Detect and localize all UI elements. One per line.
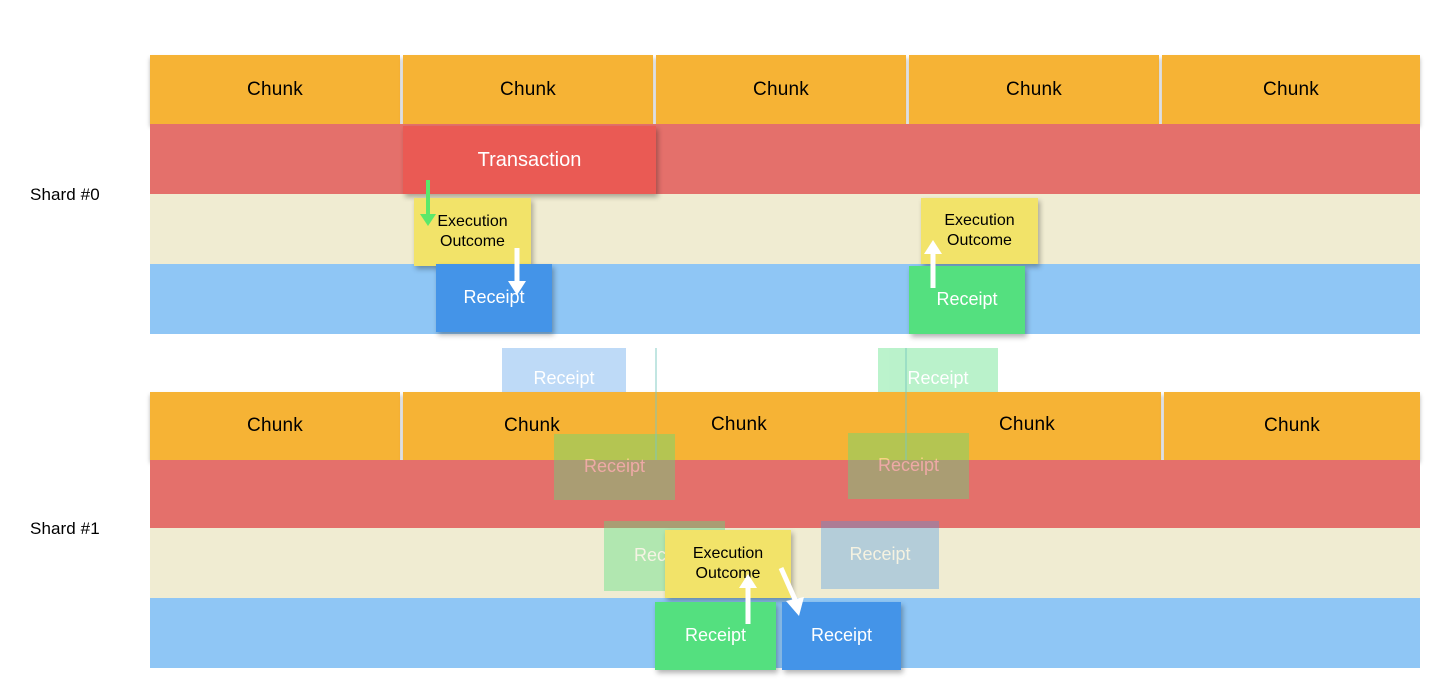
receipt-label: Receipt	[463, 287, 525, 308]
shard-0-chunk-band: Chunk Chunk Chunk Chunk Chunk	[150, 55, 1420, 124]
shard-0-receipt-incoming-green[interactable]: Receipt	[909, 266, 1025, 334]
shard-0-execution-outcome-right[interactable]: Execution Outcome	[921, 198, 1038, 264]
chunk-label: Chunk	[1006, 78, 1062, 100]
shard-0-receipt-band	[150, 264, 1420, 334]
shard-0-chunk-1[interactable]: Chunk	[403, 55, 653, 124]
chunk-label: Chunk	[247, 78, 303, 100]
execution-outcome-line-2: Outcome	[947, 232, 1012, 249]
receipt-label: Receipt	[936, 289, 998, 310]
shard-1-transaction-band	[150, 460, 1420, 528]
receipt-label: Receipt	[907, 368, 969, 389]
chunk-label: Chunk	[999, 414, 1055, 435]
transaction-label: Transaction	[477, 148, 582, 171]
shard-1-chunk-0[interactable]: Chunk	[150, 392, 400, 460]
shard-0-chunk-0[interactable]: Chunk	[150, 55, 400, 124]
shard-0-receipt-outgoing-blue[interactable]: Receipt	[436, 264, 552, 332]
chunk-label: Chunk	[247, 415, 303, 436]
shard-1-chunk-1[interactable]: Chunk	[403, 392, 1161, 460]
execution-outcome-line-2: Outcome	[440, 233, 505, 250]
chunk-label: Chunk	[1263, 78, 1319, 100]
execution-outcome-line-2: Outcome	[695, 565, 761, 582]
chunk-label: Chunk	[504, 415, 560, 436]
shard-1-execution-outcome[interactable]: Execution Outcome	[665, 530, 791, 598]
execution-outcome-line-1: Execution	[944, 212, 1015, 230]
receipt-label: Receipt	[877, 455, 940, 476]
shard-1-chunk-band: Chunk Chunk Chunk	[150, 392, 1420, 460]
receipt-label: Receipt	[810, 625, 873, 646]
shard-1-chunk-4[interactable]: Chunk	[1164, 392, 1420, 460]
shard-0-transaction-box[interactable]: Transaction	[403, 126, 656, 194]
shard-1-receipt-incoming-green[interactable]: Receipt	[655, 602, 776, 670]
execution-outcome-line-1: Execution	[692, 545, 764, 563]
shard-0-chunk-4[interactable]: Chunk	[1162, 55, 1420, 124]
shard-0-chunk-3[interactable]: Chunk	[909, 55, 1159, 124]
chunk-label: Chunk	[753, 78, 809, 100]
shard-0-label: Shard #0	[30, 185, 100, 204]
chunk-label: Chunk	[1264, 415, 1320, 436]
receipt-label: Receipt	[684, 625, 747, 646]
chunk-label: Chunk	[500, 78, 556, 100]
shard-1-receipt-ghost-blue-outgoing: Receipt	[821, 521, 939, 589]
receipt-travel-path-right	[905, 348, 907, 460]
chunk-label: Chunk	[711, 414, 767, 435]
receipt-label: Receipt	[583, 456, 646, 477]
receipt-label: Receipt	[849, 544, 911, 565]
shard-0-execution-outcome-left[interactable]: Execution Outcome	[414, 198, 531, 266]
shard-0-execution-band	[150, 194, 1420, 264]
execution-outcome-line-1: Execution	[437, 213, 508, 231]
shard-1-receipt-outgoing-blue[interactable]: Receipt	[782, 602, 901, 670]
shard-0-chunk-2[interactable]: Chunk	[656, 55, 906, 124]
shard-1-receipt-ghost-green-travel-c: Receipt	[848, 433, 969, 499]
shard-1-receipt-ghost-green-travel-b: Receipt	[554, 434, 675, 500]
receipt-label: Receipt	[533, 368, 595, 389]
shard-0-transaction-band	[150, 124, 1420, 194]
receipt-travel-path-left	[655, 348, 657, 460]
shard-1-label: Shard #1	[30, 519, 100, 538]
